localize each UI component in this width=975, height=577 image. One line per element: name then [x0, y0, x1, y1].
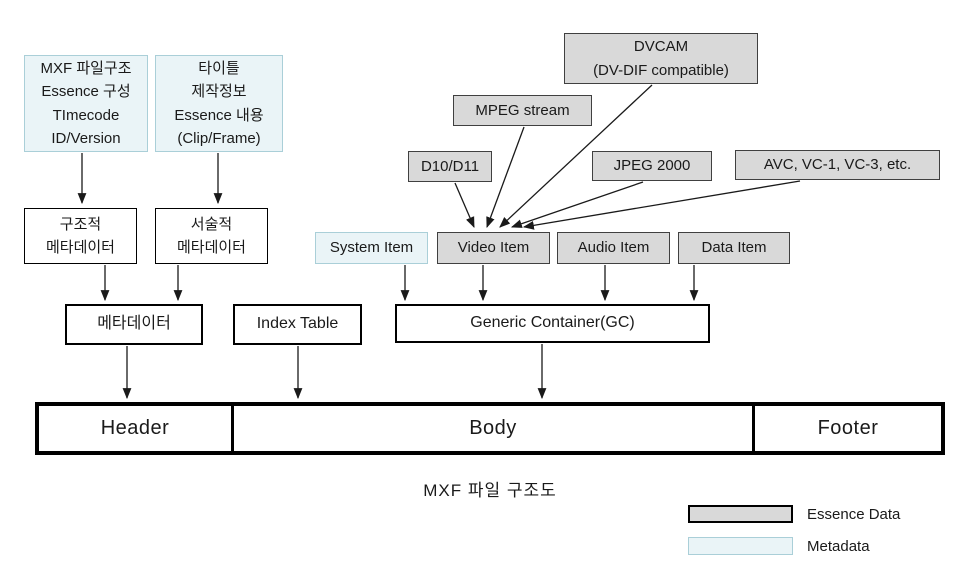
title-info-line: Essence 내용	[174, 106, 264, 124]
jpeg2000-label: JPEG 2000	[613, 157, 691, 175]
structural-line: 구조적	[59, 215, 102, 233]
system-item-box: System Item	[315, 232, 428, 264]
bar-header-label: Header	[100, 417, 170, 439]
essence-data-swatch	[688, 505, 793, 523]
system-item-label: System Item	[329, 239, 414, 257]
metadata-swatch	[688, 537, 793, 555]
mxf-info-line: TImecode	[52, 106, 120, 124]
mxf-info-line: MXF 파일구조	[40, 60, 132, 77]
descriptive-line: 서술적	[190, 215, 233, 233]
diagram-caption: MXF 파일 구조도	[423, 481, 557, 500]
title-info-line: 제작정보	[191, 83, 247, 101]
data-item-box: Data Item	[678, 232, 790, 264]
title-info-line: 타이틀	[198, 60, 240, 77]
jpeg2000-box: JPEG 2000	[592, 151, 712, 181]
legend-essence-data: Essence Data	[688, 505, 900, 523]
data-item-label: Data Item	[701, 239, 767, 257]
avc-vc-label: AVC, VC-1, VC-3, etc.	[763, 156, 912, 174]
index-table-label: Index Table	[256, 315, 339, 333]
descriptive-line: 메타데이터	[176, 239, 246, 256]
arrow-mpeg-to-videoitem	[486, 126, 525, 229]
d10-d11-box: D10/D11	[408, 151, 492, 182]
essence-data-legend-label: Essence Data	[807, 505, 901, 523]
dvcam-line: (DV-DIF compatible)	[593, 61, 729, 79]
mxf-file-bar: Header Body Footer	[35, 402, 945, 455]
mpeg-stream-box: MPEG stream	[453, 95, 592, 126]
bar-section-header: Header	[39, 406, 231, 451]
generic-container-label: Generic Container(GC)	[470, 314, 635, 332]
video-item-box: Video Item	[437, 232, 550, 264]
mxf-structure-info-box: MXF 파일구조 Essence 구성 TImecode ID/Version	[24, 55, 148, 152]
metadata-box: 메타데이터	[65, 304, 203, 345]
descriptive-metadata-box: 서술적 메타데이터	[155, 208, 268, 264]
video-item-label: Video Item	[457, 239, 530, 257]
metadata-label: 메타데이터	[97, 315, 171, 333]
dvcam-box: DVCAM (DV-DIF compatible)	[564, 33, 758, 84]
structural-line: 메타데이터	[45, 239, 115, 256]
index-table-box: Index Table	[233, 304, 362, 345]
structural-metadata-box: 구조적 메타데이터	[24, 208, 137, 264]
bar-section-body: Body	[231, 406, 755, 451]
audio-item-box: Audio Item	[557, 232, 670, 264]
arrow-d10-to-videoitem	[454, 182, 475, 229]
dvcam-line: DVCAM	[633, 38, 689, 56]
mxf-info-line: ID/Version	[51, 129, 121, 147]
arrow-avc-to-videoitem	[522, 180, 801, 230]
metadata-legend-label: Metadata	[807, 537, 870, 555]
title-info-line: (Clip/Frame)	[177, 129, 261, 147]
bar-section-footer: Footer	[755, 406, 941, 451]
bar-body-label: Body	[469, 417, 517, 439]
legend-metadata: Metadata	[688, 537, 870, 555]
avc-vc-box: AVC, VC-1, VC-3, etc.	[735, 150, 940, 180]
arrow-jpeg2000-to-videoitem	[510, 181, 644, 228]
generic-container-box: Generic Container(GC)	[395, 304, 710, 343]
title-production-info-box: 타이틀 제작정보 Essence 내용 (Clip/Frame)	[155, 55, 283, 152]
mxf-info-line: Essence 구성	[41, 83, 131, 101]
d10-d11-label: D10/D11	[420, 157, 480, 175]
audio-item-label: Audio Item	[577, 239, 650, 257]
bar-footer-label: Footer	[817, 417, 879, 439]
mpeg-stream-label: MPEG stream	[475, 101, 570, 119]
